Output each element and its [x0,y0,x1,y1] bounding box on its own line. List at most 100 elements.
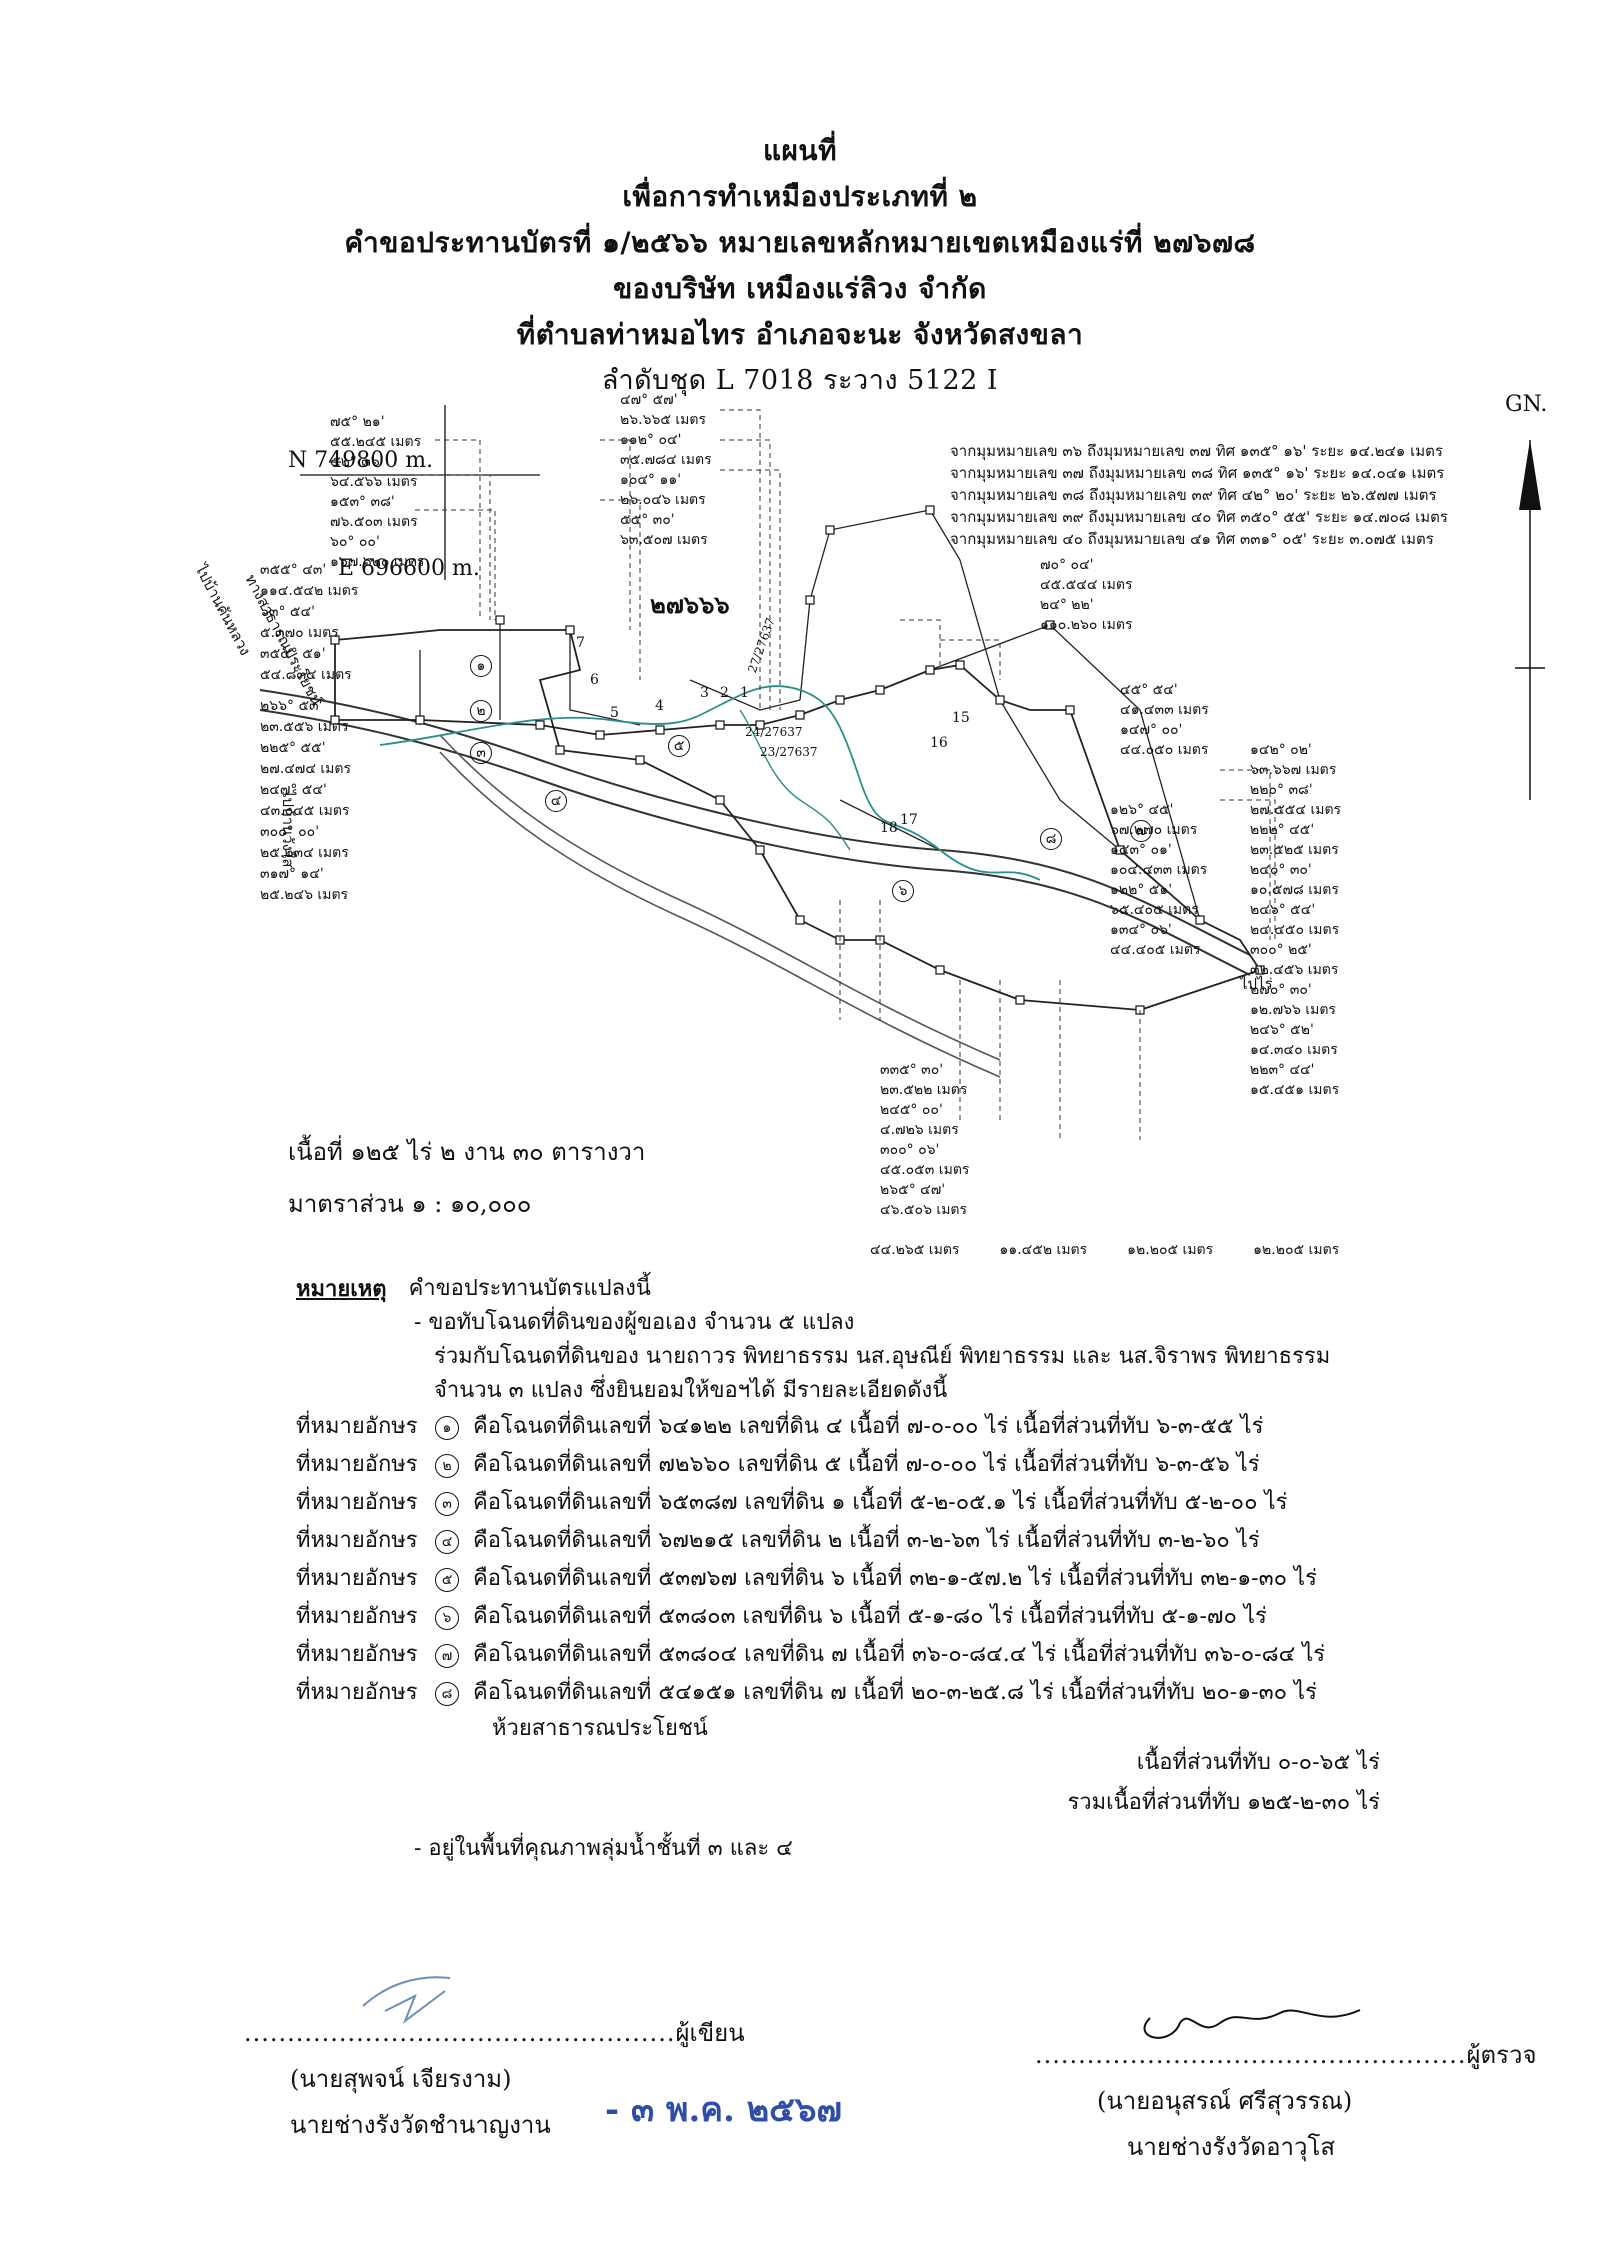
remarks-section: หมายเหตุ คำขอประทานบัตรแปลงนี้ - ขอทับโฉ… [296,1272,1416,1866]
north-arrow-label: GN. [1505,392,1548,417]
bearing-label: ๓๕๕° ๔๓' [260,562,327,578]
plot-marker: ๕ [435,1568,459,1592]
bearing-group-center-right-3: ๑๒๖° ๔๕' ๖๗.๒๗๐ เมตร ๑๔๓° ๐๑' ๑๐๔.๔๓๓ เม… [1110,800,1207,960]
corner-number: 24/27637 [745,725,803,739]
total-area: รวมเนื้อที่ส่วนที่ทับ ๑๒๕-๒-๓๐ ไร่ [1067,1790,1380,1815]
bearing-group-bottom: ๓๓๕° ๓๐' ๒๓.๕๒๒ เมตร ๒๔๕° ๐๐' ๔.๗๒๖ เมตร… [880,1060,969,1220]
inspector-block: ........................................… [1035,2032,1537,2170]
title-map: แผนที่ [762,134,838,167]
bearing-label: ๓๓๕° ๓๐' [880,1062,944,1078]
plot-tag: ที่หมายอักษร [296,1414,418,1439]
writer-line-row: ........................................… [244,2010,745,2056]
plot-marker: ๘ [1040,828,1062,850]
bearing-label: ๒๔° ๒๒' [1040,597,1094,613]
plot-tag: ที่หมายอักษร [296,1490,418,1515]
bearing-label: ๒๒๐° ๓๘' [1250,782,1313,798]
bearing-label: ๒๖๖° ๕๓' [260,698,323,714]
bearing-label: ๔.๗๒๖ เมตร [880,1122,959,1138]
bearing-label: ๕๕° ๓๐' [620,512,675,528]
signature-dots: ........................................… [1035,2041,1467,2069]
bearing-label: ๕๔.๘๓๔ เมตร [260,667,352,683]
plot-marker: ๓ [470,742,492,764]
distance-note: จากมุมหมายเลข ๓๙ ถึงมุมหมายเลข ๔๐ ทิศ ๓๕… [950,508,1448,526]
bearing-label: ๒๒๕° ๕๕' [260,740,326,756]
writer-block: ........................................… [244,2010,745,2148]
plot-text: คือโฉนดที่ดินเลขที่ ๕๓๘๐๓ เลขที่ดิน ๖ เน… [473,1604,1267,1629]
corner-number: 2 [720,685,729,701]
bearing-group-top-left: ๗๕° ๒๑' ๕๕.๒๔๕ เมตร ๕๒° ๓๖' ๖๔.๕๖๖ เมตร … [330,412,425,572]
bearing-label: ๖๔.๕๖๖ เมตร [330,474,418,490]
writer-name: (นายสุพจน์ เจียรงาม) [290,2065,512,2093]
bearing-label: ๒๗.๔๗๔ เมตร [260,761,351,777]
bearing-group-right: ๑๔๒° ๐๒' ๖๓.๖๖๗ เมตร ๒๒๐° ๓๘' ๒๗.๕๕๔ เมต… [1250,740,1341,1100]
bearing-label: ๗๖.๕๐๓ เมตร [330,514,418,530]
bearing-label: ๕๒° ๓๖' [330,454,384,470]
bearing-label: ๓๐๐° ๐๐' [260,824,320,840]
plot-detail-row: ที่หมายอักษร ๕ คือโฉนดที่ดินเลขที่ ๕๓๗๖๗… [296,1560,1416,1598]
corner-number: 4 [655,698,664,714]
corner-number: 7 [576,635,585,651]
plot-marker: ๒ [435,1454,459,1478]
bearing-label: ๑๐.๕๗๘ เมตร [1250,882,1339,898]
plot-detail-row: ที่หมายอักษร ๔ คือโฉนดที่ดินเลขที่ ๖๗๒๑๕… [296,1522,1416,1560]
bearing-label: ๒๔.๔๕๐ เมตร [1250,922,1340,938]
plot-text: คือโฉนดที่ดินเลขที่ ๕๓๘๐๔ เลขที่ดิน ๗ เน… [473,1642,1326,1667]
plot-marker: ๓ [435,1492,459,1516]
plot-tag: ที่หมายอักษร [296,1680,418,1705]
bearing-label: ๖๕.๔๐๕ เมตร [1110,902,1199,918]
map-scale: มาตราส่วน ๑ : ๑๐,๐๐๐ [288,1190,532,1218]
bearing-label: ๒๒๒° ๔๕' [1250,822,1315,838]
plot-detail-row: ที่หมายอักษร ๑ คือโฉนดที่ดินเลขที่ ๖๔๑๒๒… [296,1408,1416,1446]
distance-note: จากมุมหมายเลข ๓๖ ถึงมุมหมายเลข ๓๗ ทิศ ๑๓… [950,442,1443,460]
bearing-label: ๖๗.๒๗๐ เมตร [1110,822,1198,838]
remarks-line: จำนวน ๓ แปลง ซึ่งยินยอมให้ขอฯได้ มีรายละ… [434,1378,948,1403]
corner-number: 3 [700,685,709,701]
remarks-heading: หมายเหตุ [296,1276,387,1302]
public-creek: ห้วยสาธารณประโยชน์ [492,1716,708,1741]
bearing-label: ๒๔๖° ๕๒' [1250,1022,1314,1038]
plot-marker: ๖ [435,1606,459,1630]
bearing-group-center-right: ๗๐° ๐๔' ๔๕.๕๔๔ เมตร ๒๔° ๒๒' ๑๑๐.๒๖๐ เมตร [1040,555,1133,635]
plot-marker: ๖ [892,880,914,902]
inspector-role: ผู้ตรวจ [1466,2041,1537,2069]
bearing-label: ๑๒๒° ๕๑' [1110,882,1173,898]
signature-dots: ........................................… [244,2019,676,2047]
plot-text: คือโฉนดที่ดินเลขที่ ๖๗๒๑๕ เลขที่ดิน ๒ เน… [473,1528,1260,1553]
bearing-label: ๒๗๐° ๓๐' [1250,982,1312,998]
bearing-label: ๒๕.๒๓๔ เมตร [260,845,349,861]
bearing-label: ๖๓.๖๖๗ เมตร [1250,762,1337,778]
inspector-signature-icon [1143,2009,1361,2039]
date-stamp: - ๓ พ.ค. ๒๕๖๗ [605,2090,842,2130]
plot-marker: ๒ [470,700,492,722]
remarks-header-row: หมายเหตุ คำขอประทานบัตรแปลงนี้ [296,1272,1416,1306]
bearing-group-left: ๓๕๕° ๔๓' ๑๑๔.๕๔๒ เมตร ๖๓° ๕๔' ๕.๓๗๐ เมตร… [260,560,358,906]
corner-number: 1 [740,685,749,701]
bearing-label: ๖๐° ๐๐' [330,534,380,550]
plot-tag: ที่หมายอักษร [296,1566,418,1591]
inspector-title: นายช่างรังวัดอาวุโส [1127,2133,1336,2161]
corner-number: 17 [900,812,918,828]
bearing-label: ๓๕๕° ๕๑' [260,646,326,662]
title-company: ของบริษัท เหมืองแร่ลิวง จำกัด [613,272,987,305]
bearing-label: ๒๖.๖๖๕ เมตร [620,412,707,428]
plot-detail-row: ที่หมายอักษร ๘ คือโฉนดที่ดินเลขที่ ๕๔๑๕๑… [296,1674,1416,1712]
bearing-label: ๑๒๖° ๔๕' [1110,802,1174,818]
plot-tag: ที่หมายอักษร [296,1604,418,1629]
bearing-label: ๑๔๓° ๐๑' [1110,842,1172,858]
bearing-label: ๕๕.๒๔๕ เมตร [330,434,422,450]
bearing-label: ๔๗° ๕๗' [620,392,678,408]
bearing-group-top-mid: ๔๗° ๕๗' ๒๖.๖๖๕ เมตร ๑๑๒° ๐๔' ๓๕.๗๘๔ เมตร… [620,390,712,550]
remarks-line: - ขอทับโฉนดที่ดินของผู้ขอเอง จำนวน ๕ แปล… [414,1310,855,1335]
bearing-label: ๔๔.๔๐๕ เมตร [1110,942,1201,958]
bearing-label: ๖๓° ๕๔' [260,604,315,620]
corner-number: 6 [590,672,599,688]
east-coordinate: E 696600 m. [338,556,480,581]
plot-tag: ที่หมายอักษร [296,1528,418,1553]
bearing-label: ๔๕.๐๕๓ เมตร [880,1162,970,1178]
title-series: ลำดับชุด L 7018 ระวาง 5122 I [601,365,999,396]
bearing-label: ๑๓๔° ๐๖' [1110,922,1172,938]
bearing-label: ๑๑๐.๒๖๐ เมตร [1040,617,1133,633]
bearing-label: ๒๓.๕๒๒ เมตร [880,1082,968,1098]
bearing-label: ๒๔๐° ๓๐' [1250,862,1312,878]
